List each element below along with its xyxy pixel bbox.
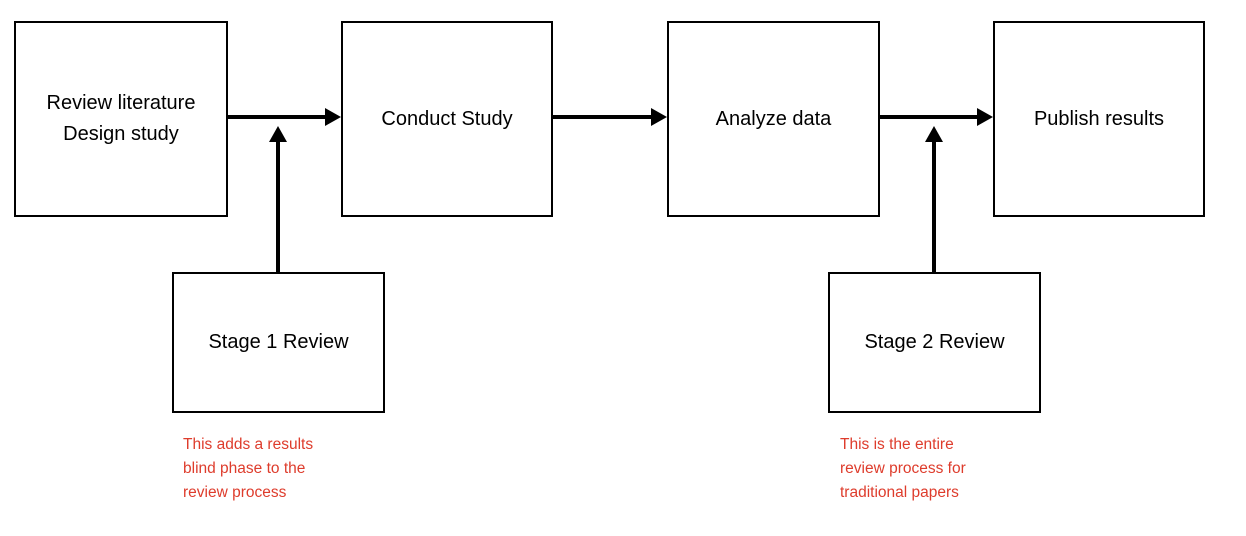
annotation-stage-1-review: This adds a results blind phase to the r… [183, 436, 314, 501]
flow-box-review-literature-design-study: Review literature Design study [14, 21, 228, 217]
flow-box-label: Publish results [1033, 107, 1165, 130]
flow-box-publish-results: Publish results [993, 21, 1205, 217]
annotation-stage-2-review: This is the entire review process for tr… [840, 436, 966, 501]
flow-box-label: Review literature Design study [46, 92, 196, 145]
flow-box-label: Analyze data [715, 107, 832, 130]
flow-box-stage-1-review: Stage 1 Review [172, 272, 385, 413]
flow-box-stage-2-review: Stage 2 Review [828, 272, 1041, 413]
arrow-review-to-conduct [228, 115, 325, 119]
flow-box-label: Stage 2 Review [864, 331, 1005, 353]
arrow-analyze-to-publish [880, 115, 977, 119]
arrow-conduct-to-analyze [553, 115, 651, 119]
arrow-up-icon [925, 126, 943, 142]
flow-box-analyze-data: Analyze data [667, 21, 880, 217]
arrow-stage2-into-flow [932, 140, 936, 272]
arrow-right-icon [977, 108, 993, 126]
arrow-up-icon [269, 126, 287, 142]
arrow-right-icon [325, 108, 341, 126]
flow-box-label: Conduct Study [381, 107, 513, 130]
arrow-right-icon [651, 108, 667, 126]
arrow-stage1-into-flow [276, 140, 280, 272]
flow-box-label: Stage 1 Review [208, 331, 349, 353]
flow-box-conduct-study: Conduct Study [341, 21, 553, 217]
